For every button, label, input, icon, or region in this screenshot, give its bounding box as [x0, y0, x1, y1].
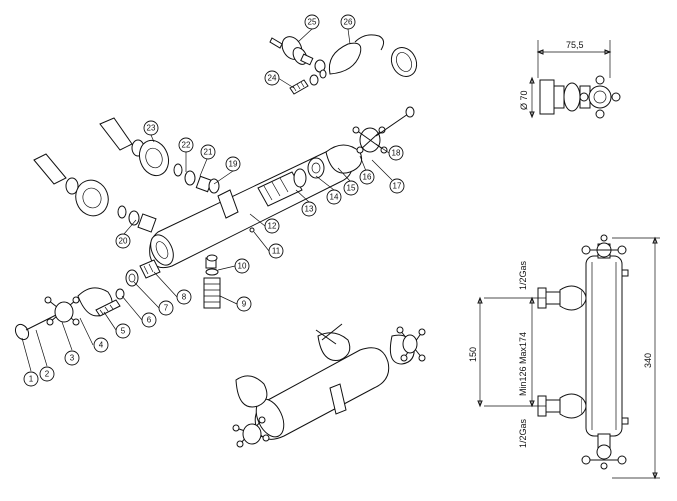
callout-22: 22	[178, 137, 194, 172]
side-diameter-dim: Ø 70	[519, 90, 529, 110]
callout-16-label: 16	[363, 173, 372, 182]
callout-25-label: 25	[308, 18, 317, 27]
side-view: 75,5 Ø 70	[519, 40, 621, 119]
callout-1-label: 1	[29, 375, 34, 384]
front-elevation: 150 Min126 Max174 1/2Gas 1/2Gas 340	[468, 234, 660, 480]
callout-6-label: 6	[147, 316, 152, 325]
callout-14-label: 14	[330, 193, 339, 202]
callout-26-label: 26	[344, 18, 353, 27]
callout-1: 1	[21, 337, 39, 387]
callout-12: 12	[249, 213, 280, 234]
callout-10-label: 10	[238, 262, 247, 271]
callout-14: 14	[315, 175, 342, 205]
callout-17: 17	[371, 159, 405, 194]
callout-13-label: 13	[305, 205, 314, 214]
callout-24-label: 24	[268, 74, 277, 83]
inlet-range-dim: Min126 Max174	[518, 332, 528, 396]
callout-15: 15	[337, 167, 359, 196]
callout-11: 11	[253, 231, 284, 259]
callout-4: 4	[79, 317, 109, 353]
inlet-spacing-dim: 150	[468, 347, 478, 362]
callout-16: 16	[359, 155, 375, 185]
callout-20-label: 20	[119, 237, 128, 246]
callout-8-label: 8	[182, 293, 187, 302]
wall-connector-upper	[99, 117, 220, 194]
callout-3-label: 3	[70, 354, 75, 363]
flow-valve-assembly	[14, 259, 161, 341]
callout-9: 9	[219, 295, 252, 312]
callout-21-label: 21	[204, 148, 213, 157]
callout-2: 2	[35, 329, 55, 382]
wall-connector-lower	[33, 153, 157, 233]
callout-19: 19	[213, 156, 241, 185]
callout-12-label: 12	[268, 222, 277, 231]
callout-17-label: 17	[393, 182, 402, 191]
callout-22-label: 22	[182, 141, 191, 150]
callout-5-label: 5	[121, 327, 126, 336]
callout-7-label: 7	[164, 304, 169, 313]
side-width-dim: 75,5	[566, 40, 584, 50]
callout-18: 18	[375, 143, 404, 161]
outlet-connector	[203, 227, 255, 309]
callout-23: 23	[143, 120, 159, 143]
assembled-mixer	[232, 323, 426, 448]
callout-23-label: 23	[147, 124, 156, 133]
callout-7: 7	[133, 281, 174, 316]
callout-3: 3	[61, 321, 80, 366]
callout-11-label: 11	[272, 247, 281, 256]
callout-8: 8	[153, 271, 192, 305]
total-height-dim: 340	[643, 353, 653, 368]
callout-13: 13	[295, 189, 317, 217]
callout-20: 20	[115, 219, 137, 249]
callout-18-label: 18	[392, 149, 401, 158]
callout-9-label: 9	[242, 300, 247, 309]
callout-21: 21	[199, 144, 216, 177]
callout-15-label: 15	[347, 184, 356, 193]
callout-25: 25	[297, 14, 320, 43]
callout-2-label: 2	[45, 370, 50, 379]
callout-26: 26	[340, 14, 356, 45]
callout-24: 24	[264, 70, 295, 89]
callout-5: 5	[103, 311, 131, 339]
callout-4-label: 4	[99, 341, 104, 350]
callout-6: 6	[121, 295, 157, 328]
callout-10: 10	[217, 258, 250, 274]
hand-shower-assembly	[269, 34, 418, 95]
top-inlet-dim: 1/2Gas	[518, 260, 528, 290]
callout-19-label: 19	[229, 160, 238, 169]
bottom-inlet-dim: 1/2Gas	[518, 418, 528, 448]
